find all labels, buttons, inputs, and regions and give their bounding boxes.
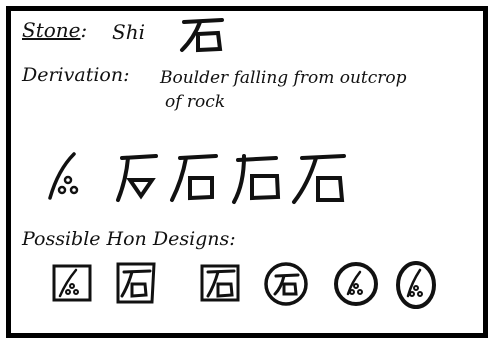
derivation-text-line-2: of rock [165, 92, 226, 112]
square-pictograph-icon [52, 264, 92, 302]
stone-heading: Stone: [22, 18, 87, 42]
heading-reading: Shi [112, 20, 145, 44]
pictograph-stage-5-icon [292, 154, 346, 204]
circle-kanji-icon [264, 262, 308, 306]
stone-kanji-icon [180, 18, 224, 53]
drawing-frame [6, 6, 488, 338]
pictograph-stage-4-icon [232, 154, 281, 204]
oval-pictograph-icon [396, 261, 436, 309]
hon-designs-label: Possible Hon Designs: [22, 228, 236, 250]
derivation-label: Derivation: [22, 64, 130, 86]
plain-kanji-icon [200, 264, 240, 302]
pictograph-stage-2-icon [116, 154, 158, 202]
derivation-text-line-1: Boulder falling from outcrop [160, 68, 407, 88]
heading-word: Stone [22, 18, 81, 42]
pictograph-stage-1-icon [48, 152, 79, 200]
square-kanji-icon [116, 262, 156, 304]
heading-separator: : [80, 18, 88, 42]
pictograph-stage-3-icon [170, 154, 218, 202]
circle-pictograph-icon [334, 262, 378, 306]
